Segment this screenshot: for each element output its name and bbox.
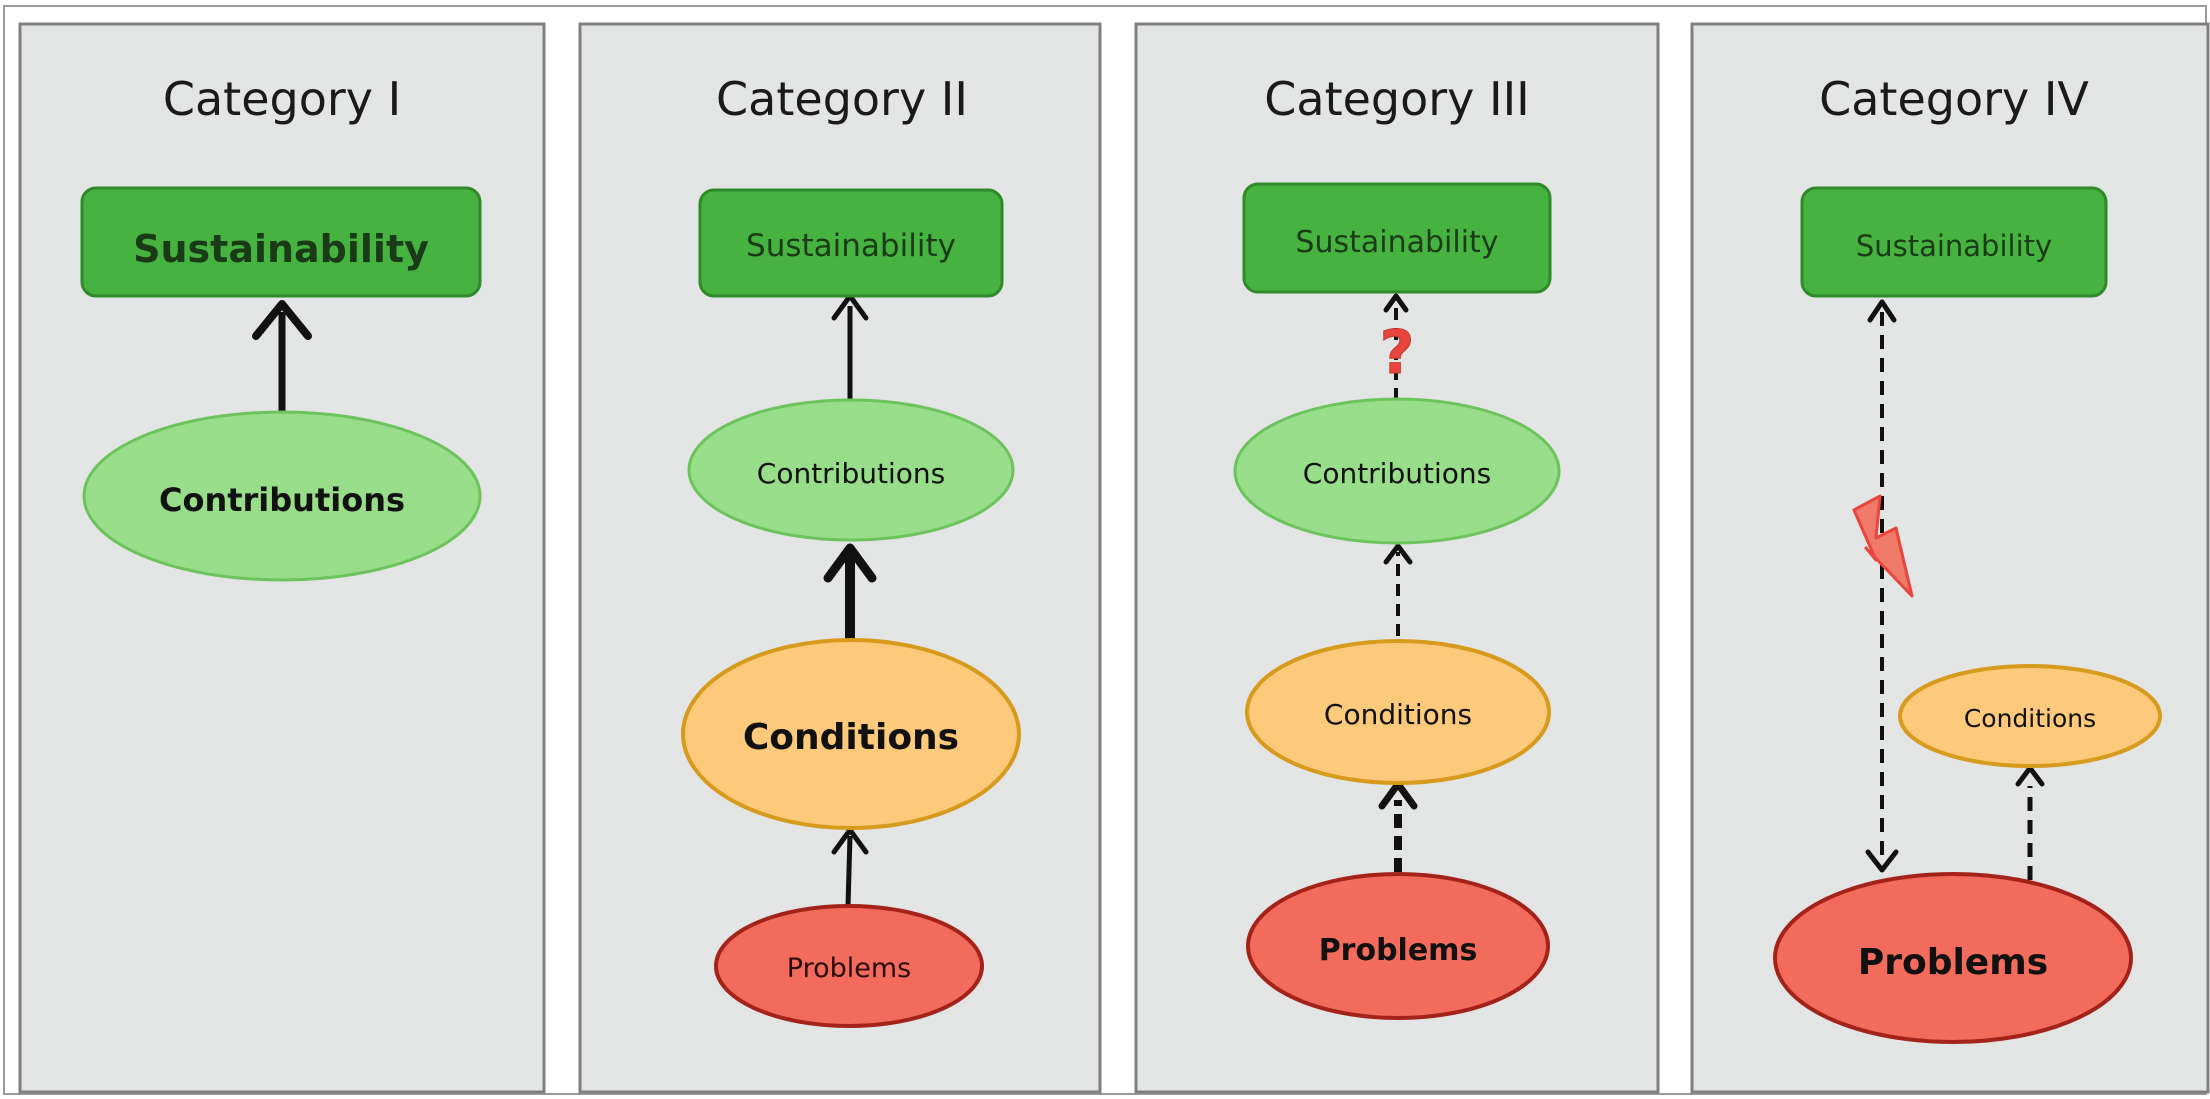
contributions-node	[1233, 397, 1561, 545]
conditions-node	[681, 638, 1021, 830]
sustainability-node	[80, 186, 482, 298]
panel-category-3: Category III ? Sustainability Contributi…	[1134, 22, 1660, 1094]
sustainability-label: Sustainability	[1856, 229, 2052, 263]
panel-title: Category II	[716, 72, 968, 126]
conditions-label: Conditions	[1324, 698, 1472, 731]
arrowhead-down	[1865, 849, 1899, 873]
contributions-label: Contributions	[1303, 457, 1491, 490]
conditions-node	[1245, 639, 1551, 785]
panel-title: Category III	[1264, 72, 1529, 126]
panel-category-4: Category IV Sustainability Conditions Pr…	[1690, 22, 2210, 1094]
sustainability-node	[698, 188, 1004, 298]
panel-title: Category I	[163, 72, 401, 126]
arrowhead	[831, 827, 869, 855]
conditions-label: Conditions	[1964, 704, 2096, 733]
arrowhead	[252, 300, 312, 340]
problems-label: Problems	[1319, 933, 1478, 968]
problems-node	[1246, 872, 1550, 1020]
contributions-node	[687, 398, 1015, 542]
contributions-node	[82, 410, 482, 582]
problems-label: Problems	[1858, 942, 2048, 983]
conditions-label: Conditions	[743, 717, 959, 758]
panel-category-1: Category I Sustainability Contributions	[18, 22, 546, 1094]
contributions-label: Contributions	[159, 481, 405, 519]
sustainability-label: Sustainability	[1295, 225, 1498, 260]
sustainability-node	[1242, 182, 1552, 294]
arrowhead	[823, 543, 877, 583]
problems-node	[1773, 872, 2133, 1044]
conditions-node	[1898, 664, 2162, 768]
sustainability-label: Sustainability	[133, 227, 429, 271]
problems-label: Problems	[787, 953, 911, 984]
sustainability-label: Sustainability	[746, 228, 956, 264]
problems-node	[714, 904, 984, 1028]
contributions-label: Contributions	[757, 457, 945, 490]
arrowhead	[1383, 293, 1409, 313]
arrowhead	[1383, 543, 1413, 565]
panel-title: Category IV	[1819, 72, 2089, 126]
question-mark-icon: ?	[1380, 318, 1415, 388]
panel-category-2: Category II Sustainability Contributions…	[578, 22, 1102, 1094]
sustainability-node	[1800, 186, 2108, 298]
lightning-bolt-icon	[1852, 494, 1914, 598]
solid-arrow-problems-to-conditions	[845, 835, 853, 907]
arrowhead-up	[1867, 299, 1897, 323]
